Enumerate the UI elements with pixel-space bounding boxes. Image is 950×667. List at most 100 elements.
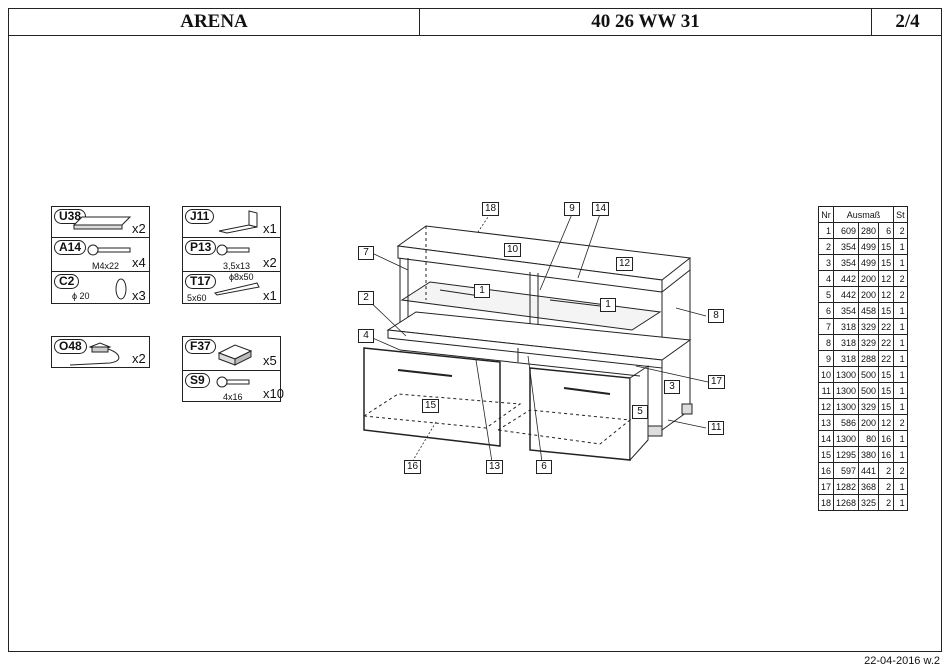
table-cell: 17	[817, 478, 835, 495]
table-cell: 6	[878, 222, 895, 239]
hardware-box-j11-p13-t17: J11 x1 P13 3,5x13 x2 T17 ϕ8x50 5x60 x1	[182, 206, 281, 304]
hinge-pad-icon	[217, 344, 253, 366]
table-cell: 15	[878, 366, 895, 383]
part-qty-c2: x3	[132, 288, 146, 303]
table-cell: 1268	[833, 494, 860, 511]
col-header-nr: Nr	[817, 206, 835, 223]
table-cell: 1	[893, 254, 908, 271]
table-cell: 500	[858, 382, 880, 399]
callout-18: 18	[482, 202, 500, 216]
table-cell: 329	[858, 318, 880, 335]
table-cell: 2	[893, 286, 908, 303]
bracket-icon	[218, 210, 258, 234]
table-cell: 441	[858, 462, 880, 479]
callout-6: 6	[536, 460, 552, 474]
table-cell: 1	[893, 334, 908, 351]
table-cell: 318	[833, 334, 860, 351]
hardware-box-u38-a14-c2: U38 x2 A14 M4x22 x4 C2 ϕ 20 x3	[51, 206, 150, 304]
page-number: 2/4	[871, 9, 943, 35]
table-cell: 318	[833, 350, 860, 367]
part-qty-t17: x1	[263, 288, 277, 303]
table-cell: 7	[817, 318, 835, 335]
table-cell: 325	[858, 494, 880, 511]
table-cell: 609	[833, 222, 860, 239]
table-cell: 1	[893, 430, 908, 447]
callout-9: 9	[564, 202, 580, 216]
table-cell: 22	[878, 334, 895, 351]
table-cell: 16	[817, 462, 835, 479]
table-cell: 1295	[833, 446, 860, 463]
part-qty-j11: x1	[263, 221, 277, 236]
table-cell: 13	[817, 414, 835, 431]
table-cell: 22	[878, 350, 895, 367]
table-cell: 2	[893, 222, 908, 239]
screw-icon	[216, 244, 250, 256]
table-cell: 1	[893, 302, 908, 319]
part-code-p13: P13	[185, 240, 217, 255]
light-cable-icon	[69, 342, 120, 366]
wooden-strip-icon	[72, 216, 132, 230]
callout-13: 13	[486, 460, 504, 474]
part-code-u38: U38	[54, 209, 87, 224]
callout-14: 14	[592, 202, 610, 216]
table-cell: 1300	[833, 366, 860, 383]
table-cell: 2	[878, 478, 895, 495]
table-cell: 200	[858, 414, 880, 431]
table-cell: 3	[817, 254, 835, 271]
screw-icon	[87, 244, 131, 256]
table-cell: 1	[893, 398, 908, 415]
table-cell: 499	[858, 254, 880, 271]
ring-icon	[115, 278, 127, 300]
callout-11: 11	[708, 421, 725, 435]
part-size-t17: 5x60	[187, 293, 207, 303]
table-cell: 318	[833, 318, 860, 335]
callout-17: 17	[708, 375, 726, 389]
table-cell: 329	[858, 398, 880, 415]
part-size-a14: M4x22	[92, 261, 120, 271]
table-cell: 442	[833, 286, 860, 303]
table-cell: 1	[893, 478, 908, 495]
table-cell: 15	[817, 446, 835, 463]
table-cell: 499	[858, 238, 880, 255]
table-cell: 1	[893, 318, 908, 335]
table-cell: 1	[893, 238, 908, 255]
col-header-st: St	[893, 206, 908, 223]
table-cell: 1	[893, 350, 908, 367]
part-qty-p13: x2	[263, 255, 277, 270]
parts-table-header: Nr Ausmaß St	[817, 206, 908, 223]
part-code-c2: C2	[54, 274, 80, 289]
product-code: 40 26 WW 31	[419, 9, 871, 35]
table-cell: 1	[893, 382, 908, 399]
table-cell: 8	[817, 334, 835, 351]
part-code-t17: T17	[185, 274, 216, 289]
table-cell: 1300	[833, 398, 860, 415]
part-qty-f37: x5	[263, 353, 277, 368]
table-cell: 1282	[833, 478, 860, 495]
table-cell: 1	[817, 222, 835, 239]
table-cell: 280	[858, 222, 880, 239]
table-cell: 1	[893, 446, 908, 463]
screw-icon	[216, 376, 250, 388]
table-cell: 22	[878, 318, 895, 335]
table-cell: 1	[893, 494, 908, 511]
table-cell: 6	[817, 302, 835, 319]
callout-1b: 1	[600, 298, 616, 312]
part-size-c2: ϕ 20	[72, 291, 90, 301]
table-cell: 380	[858, 446, 880, 463]
table-cell: 2	[893, 462, 908, 479]
callout-16: 16	[404, 460, 422, 474]
table-cell: 288	[858, 350, 880, 367]
